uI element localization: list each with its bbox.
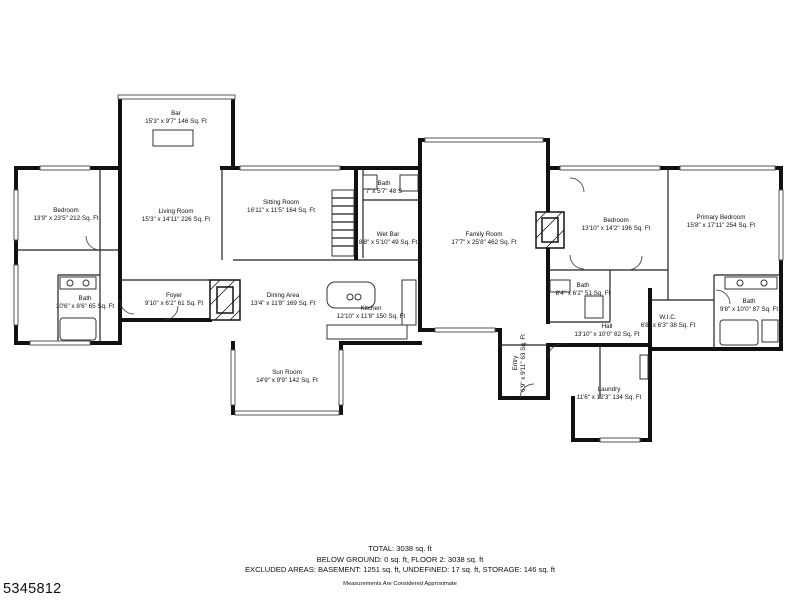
fireplace-icon [209, 279, 241, 321]
measurement-disclaimer: Measurements Are Considered Approximate [343, 580, 457, 587]
room-name: Entry [512, 355, 519, 371]
listing-id: 5345812 [3, 581, 62, 597]
room-dimensions: 15'3" x 9'7" 146 Sq. Ft [145, 118, 207, 125]
room-label-bedroom-left: Bedroom 13'9" x 23'5" 212 Sq. Ft [33, 207, 98, 223]
area-summary: TOTAL: 3038 sq. ft BELOW GROUND: 0 sq. f… [0, 544, 800, 589]
room-dimensions: 9'8" x 10'0" 87 Sq. Ft [719, 306, 779, 313]
below-ground-area: BELOW GROUND: 0 sq. ft, FLOOR 2: 3038 sq… [316, 554, 484, 564]
room-dimensions: 17'7" x 25'8" 462 Sq. Ft [451, 239, 517, 246]
exterior-walls [14, 95, 783, 442]
total-area: TOTAL: 3038 sq. ft [368, 544, 432, 553]
room-dimensions: 10'6" x 8'6" 65 Sq. Ft [55, 303, 115, 310]
room-name: Bedroom [53, 207, 79, 214]
room-label-foyer: Foyer 9'10" x 6'2" 61 Sq. Ft [145, 292, 203, 308]
room-name: Family Room [465, 231, 503, 238]
windows [13, 94, 784, 443]
room-label-sitting-room: Sitting Room 16'11" x 11'5" 164 Sq. Ft [247, 199, 315, 215]
room-label-bath-upper: Bath 7' x 5'7" 48 S [366, 180, 403, 196]
room-label-kitchen: Kitchen 12'10" x 11'8" 150 Sq. Ft [337, 305, 405, 321]
room-label-entry: Entry 6'9" x 9'11" 63 Sq. Ft [512, 334, 528, 392]
room-name: Bath [78, 295, 92, 302]
room-dimensions: 8'4" x 6'2" 51 Sq. Ft [555, 290, 611, 297]
room-dimensions: 13'10" x 14'2" 196 Sq. Ft [581, 225, 651, 232]
room-label-laundry: Laundry 11'6" x 12'3" 134 Sq. Ft [577, 386, 642, 402]
doors [85, 177, 731, 399]
room-name: Wet Bar [376, 231, 400, 238]
room-label-wet-bar: Wet Bar 8'8" x 5'10" 49 Sq. Ft [359, 231, 417, 247]
room-label-bath-hall: Bath 8'4" x 6'2" 51 Sq. Ft [556, 282, 611, 298]
room-name: W.I.C. [659, 314, 677, 321]
room-label-bath-left: Bath 10'6" x 8'6" 65 Sq. Ft [56, 295, 114, 311]
room-label-dining-area: Dining Area 13'4" x 11'8" 169 Sq. Ft [251, 292, 316, 308]
stairs-icon [331, 189, 355, 257]
room-dimensions: 14'9" x 9'9" 142 Sq. Ft [256, 377, 318, 384]
room-dimensions: 7' x 5'7" 48 S [365, 188, 403, 195]
room-name: Dining Area [266, 292, 300, 299]
room-dimensions: 8'8" x 5'10" 49 Sq. Ft [358, 239, 418, 246]
room-dimensions: 15'8" x 17'11" 254 Sq. Ft [686, 222, 756, 229]
room-name: Living Room [158, 208, 194, 215]
room-label-living-room: Living Room 15'3" x 14'11" 226 Sq. Ft [142, 208, 210, 224]
room-name: Foyer [165, 292, 183, 299]
room-dimensions: 13'9" x 23'5" 212 Sq. Ft [33, 215, 99, 222]
room-dimensions: 11'6" x 12'3" 134 Sq. Ft [576, 394, 642, 401]
room-name: Bedroom [603, 217, 629, 224]
room-dimensions: 12'10" x 11'8" 150 Sq. Ft [336, 313, 406, 320]
fireplace-icon [535, 211, 565, 249]
room-dimensions: 6'9" x 9'11" 63 Sq. Ft [520, 334, 527, 392]
room-label-sun-room: Sun Room 14'9" x 9'9" 142 Sq. Ft [256, 369, 318, 385]
room-name: Bar [171, 110, 181, 117]
room-dimensions: 13'4" x 11'8" 169 Sq. Ft [250, 300, 316, 307]
room-name: Hall [601, 323, 613, 330]
room-name: Bath [576, 282, 590, 289]
room-label-hall: Hall 13'10" x 10'0" 82 Sq. Ft [574, 323, 639, 339]
room-name: Sun Room [272, 369, 302, 376]
room-dimensions: 13'10" x 10'0" 82 Sq. Ft [574, 331, 640, 338]
room-label-primary-bedroom: Primary Bedroom 15'8" x 17'11" 254 Sq. F… [687, 214, 755, 230]
room-label-bedroom-right: Bedroom 13'10" x 14'2" 196 Sq. Ft [582, 217, 651, 233]
room-dimensions: 16'11" x 11'5" 164 Sq. Ft [247, 207, 315, 214]
room-dimensions: 6'8" x 6'3" 38 Sq. Ft [640, 322, 696, 329]
room-name: Laundry [597, 386, 621, 393]
room-name: Kitchen [360, 305, 382, 312]
room-label-wic: W.I.C. 6'8" x 6'3" 38 Sq. Ft [641, 314, 696, 330]
room-label-family-room: Family Room 17'7" x 25'8" 462 Sq. Ft [451, 231, 516, 247]
room-dimensions: 9'10" x 6'2" 61 Sq. Ft [144, 300, 204, 307]
room-name: Bath [377, 180, 391, 187]
room-label-bar: Bar 15'3" x 9'7" 146 Sq. Ft [145, 110, 207, 126]
interior-walls [16, 168, 781, 398]
fixtures [59, 129, 779, 380]
room-label-bath-primary: Bath 9'8" x 10'0" 87 Sq. Ft [720, 298, 778, 314]
room-dimensions: 15'3" x 14'11" 226 Sq. Ft [141, 216, 211, 223]
excluded-areas: EXCLUDED AREAS: BASEMENT: 1251 sq. ft, U… [244, 565, 556, 574]
room-name: Bath [742, 298, 756, 305]
room-name: Sitting Room [262, 199, 300, 206]
room-name: Primary Bedroom [696, 214, 746, 221]
